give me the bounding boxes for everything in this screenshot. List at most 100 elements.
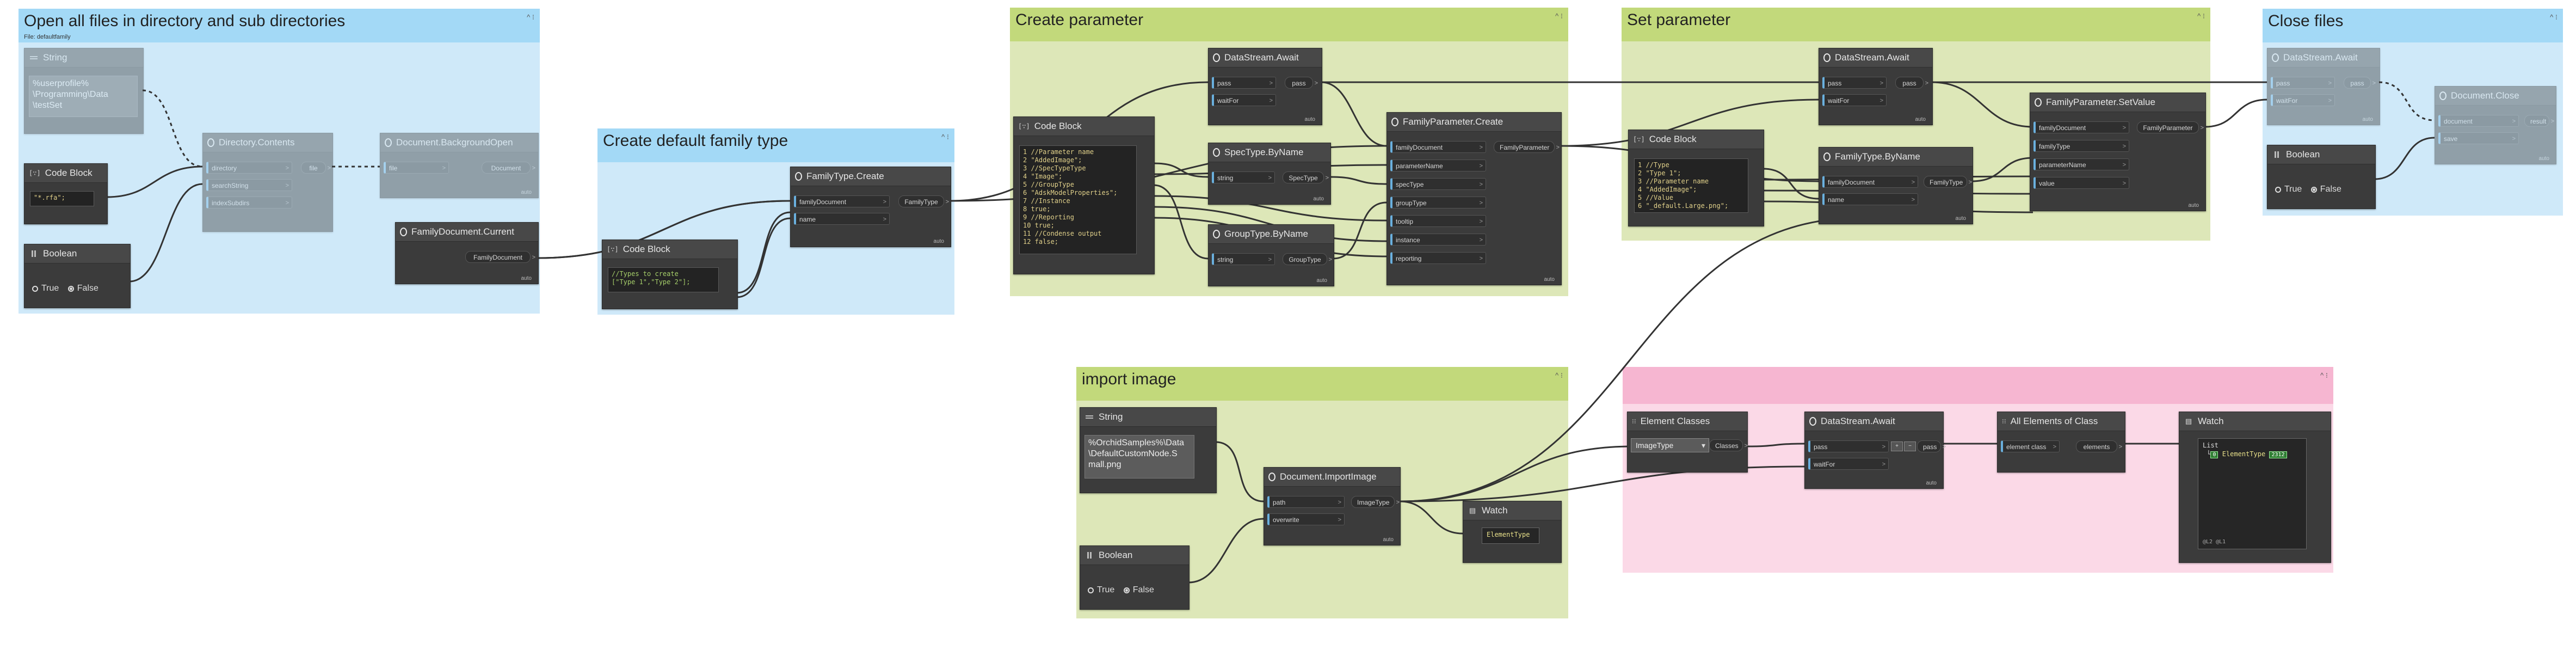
group-header[interactable]: ^ ⁝ [1623,367,2333,404]
boolean-node[interactable]: Boolean True False [1080,545,1190,610]
input-port-waitfor[interactable]: waitFor [1212,94,1276,107]
directory-contents-node[interactable]: Directory.Contents directory searchStrin… [202,133,333,232]
input-port-waitfor[interactable]: waitFor [2271,94,2335,107]
watch-node[interactable]: ▤Watch List └0 ElementType 2312 @L2 @L1 [2179,412,2331,563]
watch-node[interactable]: ▤Watch ElementType [1463,501,1562,563]
familytype-byname-node[interactable]: FamilyType.ByName familyDocument name Fa… [1819,147,1973,224]
output-port-classes[interactable]: Classes [1709,439,1748,452]
input-port-directory[interactable]: directory [206,162,292,174]
node-header[interactable]: FamilyType.Create [791,167,951,186]
string-value[interactable]: %OrchidSamples%\Data \DefaultCustomNode.… [1084,435,1194,479]
node-header[interactable]: [∵]Code Block [602,240,737,259]
code-block-node[interactable]: [∵]Code Block "*.rfa"; [24,163,108,224]
string-node[interactable]: String %userprofile% \Programming\Data \… [24,48,144,134]
input-port-spectype[interactable]: specType [1390,178,1486,191]
input-port-familydocument[interactable]: familyDocument [1822,176,1918,188]
input-port-name[interactable]: name [794,213,890,225]
input-port-file[interactable]: file [384,162,449,174]
output-port-familyparameter[interactable]: FamilyParameter [2137,121,2204,134]
input-port-indexsubdirs[interactable]: indexSubdirs [206,197,292,209]
node-header[interactable]: [∵]Code Block [1014,117,1154,136]
input-port-tooltip[interactable]: tooltip [1390,215,1486,228]
output-port-pass[interactable]: pass [2344,77,2376,89]
input-port-name[interactable]: name [1822,193,1918,206]
group-header[interactable]: Close files ^ ⁝ [2263,9,2563,42]
input-port-pass[interactable]: pass [2271,77,2335,89]
node-header[interactable]: Document.BackgroundOpen [380,133,538,152]
node-header[interactable]: Boolean [2267,145,2375,164]
group-collapse-icon[interactable]: ^ ⁝ [1555,371,1563,379]
input-port-familydocument[interactable]: familyDocument [2033,121,2129,134]
output-port-spectype[interactable]: SpecType [1283,171,1329,184]
input-port-save[interactable]: save [2438,132,2519,145]
node-header[interactable]: DataStream.Await [1819,48,1932,68]
document-importimage-node[interactable]: Document.ImportImage path overwrite Imag… [1264,467,1401,545]
radio-false[interactable] [1123,587,1130,593]
input-port-string[interactable]: string [1212,253,1275,266]
group-collapse-icon[interactable]: ^ ⁝ [941,133,949,141]
node-header[interactable]: ▤Watch [2179,412,2331,431]
node-header[interactable]: DataStream.Await [2267,48,2380,68]
group-header[interactable]: Create parameter ^ ⁝ [1010,8,1568,41]
radio-true[interactable] [32,285,38,292]
boolean-toggle[interactable]: True False [2275,185,2341,194]
node-header[interactable]: Boolean [24,244,130,263]
output-port-file[interactable]: file [301,162,331,174]
input-port-familytype[interactable]: familyType [2033,140,2129,152]
radio-true[interactable] [1088,587,1094,593]
code-editor[interactable]: //Types to create ["Type 1","Type 2"]; [608,267,719,292]
node-header[interactable]: FamilyType.ByName [1819,148,1973,167]
input-port-familydocument[interactable]: familyDocument [1390,141,1486,154]
node-header[interactable]: FamilyDocument.Current [396,223,538,242]
input-port-searchstring[interactable]: searchString [206,179,292,192]
node-header[interactable]: String [1080,408,1216,427]
node-header[interactable]: Document.Close [2435,87,2556,106]
code-editor[interactable]: "*.rfa"; [30,191,94,206]
input-port-waitfor[interactable]: waitFor [1822,94,1887,107]
document-backgroundopen-node[interactable]: Document.BackgroundOpen file Document au… [380,133,539,198]
group-header[interactable]: import image ^ ⁝ [1076,367,1568,401]
group-header[interactable]: Set parameter ^ ⁝ [1622,8,2210,41]
boolean-toggle[interactable]: True False [1088,585,1154,595]
input-port-pass[interactable]: pass [1212,77,1276,89]
input-port-grouptype[interactable]: groupType [1390,197,1486,209]
input-port-value[interactable]: value [2033,177,2129,189]
input-port-parametername[interactable]: parameterName [1390,160,1486,172]
node-header[interactable]: FamilyParameter.Create [1387,113,1561,132]
familyparameter-create-node[interactable]: FamilyParameter.Create familyDocument pa… [1386,112,1562,285]
output-port-document[interactable]: Document [482,162,535,174]
node-header[interactable]: ⁝⁝All Elements of Class [1998,412,2125,431]
node-header[interactable]: Directory.Contents [203,133,332,152]
node-header[interactable]: Document.ImportImage [1264,468,1400,487]
familytype-create-node[interactable]: FamilyType.Create familyDocument name Fa… [790,167,951,247]
code-editor[interactable]: 1 //Parameter name 2 "AddedImage"; 3 //S… [1019,145,1137,254]
node-header[interactable]: ⁝⁝Element Classes [1628,412,1747,431]
input-port-string[interactable]: string [1212,171,1275,184]
element-class-dropdown[interactable]: ImageType [1631,438,1709,452]
element-id-badge[interactable]: 2312 [2269,451,2287,458]
node-header[interactable]: [∵]Code Block [24,164,107,183]
group-collapse-icon[interactable]: ^ ⁝ [2320,371,2328,379]
group-collapse-icon[interactable]: ^ ⁝ [2550,13,2557,21]
add-input-button[interactable]: + [1891,441,1903,451]
radio-true[interactable] [2275,186,2281,193]
all-elements-of-class-node[interactable]: ⁝⁝All Elements of Class element class el… [1997,412,2125,473]
output-port-familytype[interactable]: FamilyType [1924,176,1972,188]
datastream-await-node[interactable]: DataStream.Await pass + − waitFor pass a… [1804,412,1946,489]
spectype-byname-node[interactable]: SpecType.ByName string SpecType auto [1208,143,1331,205]
output-port-pass[interactable]: pass [1285,77,1318,89]
input-port-waitfor[interactable]: waitFor [1808,458,1889,470]
output-port-grouptype[interactable]: GroupType [1283,253,1332,266]
radio-false[interactable] [2310,186,2317,193]
grouptype-byname-node[interactable]: GroupType.ByName string GroupType auto [1208,224,1334,286]
code-block-node[interactable]: [∵]Code Block 1 //Parameter name 2 "Adde… [1013,116,1155,274]
node-header[interactable]: GroupType.ByName [1209,225,1334,244]
group-collapse-icon[interactable]: ^ ⁝ [2197,12,2205,20]
node-header[interactable]: DataStream.Await [1209,48,1322,68]
watch-list-item[interactable]: └0 ElementType 2312 [2203,450,2302,459]
input-port-path[interactable]: path [1267,496,1345,508]
input-port-familydocument[interactable]: familyDocument [794,195,890,208]
boolean-toggle[interactable]: True False [32,284,98,293]
node-header[interactable]: String [24,48,143,68]
node-header[interactable]: Boolean [1080,546,1189,565]
